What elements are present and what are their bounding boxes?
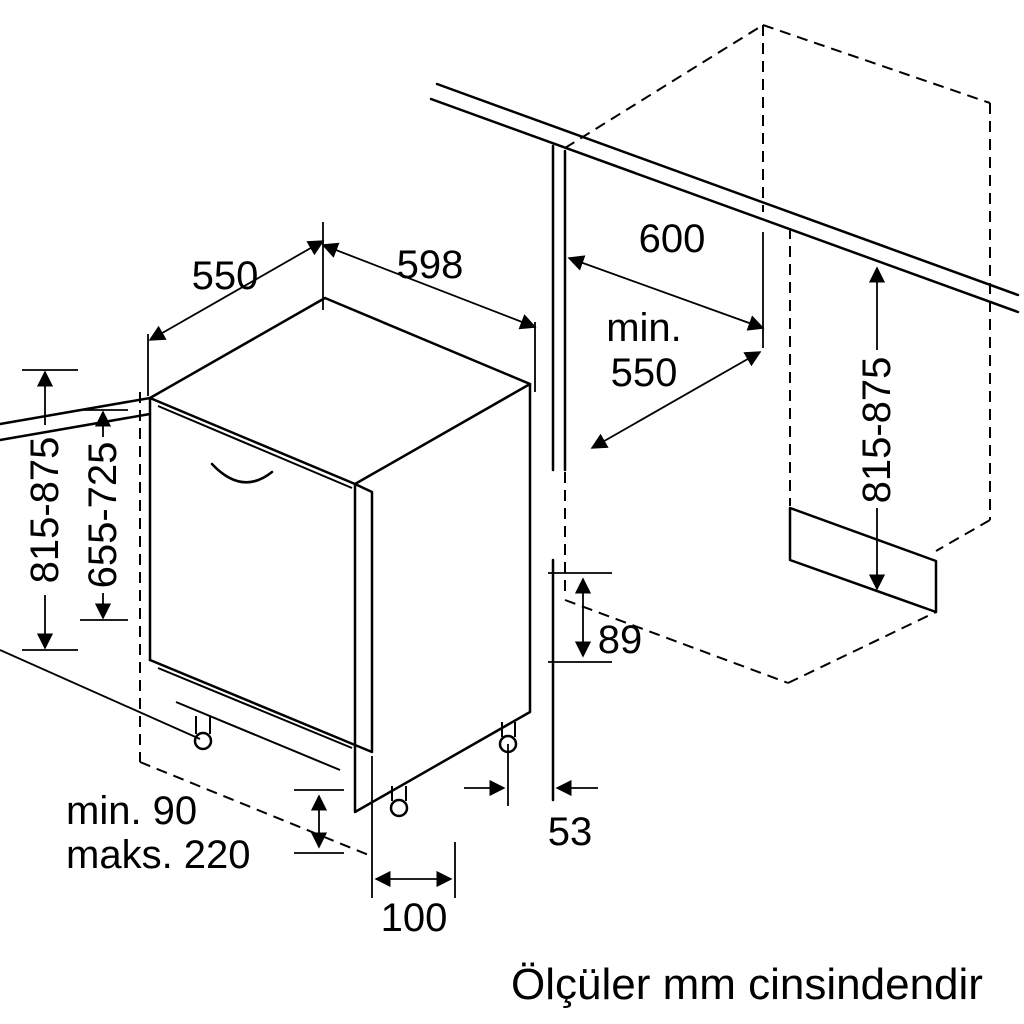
dim-600: [567, 255, 765, 331]
caption-units: Ölçüler mm cinsindendir: [511, 960, 983, 1009]
label-niche-depth-min-word: min.: [606, 306, 682, 350]
niche-plinth-step: [788, 506, 938, 614]
label-plinth-min: min. 90: [66, 789, 197, 833]
label-niche-width: 600: [639, 217, 706, 261]
niche-drawing: [551, 24, 991, 684]
dim-598: [321, 242, 537, 330]
dimension-annotations: [0, 222, 886, 898]
label-door-panel-height: 655-725: [81, 442, 125, 589]
dimension-labels: 550 598 600 min. 550 815-875 655-725 815…: [23, 217, 983, 1009]
label-niche-depth-min-value: 550: [611, 351, 678, 395]
label-height-left: 815-875: [23, 437, 67, 584]
dim-100: [371, 756, 456, 898]
dim-53: [464, 744, 598, 806]
label-recess-height: 89: [598, 618, 643, 662]
niche-outline: [564, 24, 764, 149]
dim-plinth: [294, 789, 344, 854]
label-plinth-max: maks. 220: [66, 833, 251, 877]
dim-815-875-left: [0, 369, 201, 740]
dim-655-725: [80, 409, 128, 621]
dishwasher-right-face: [353, 382, 532, 814]
floor-line: [0, 649, 201, 740]
dishwasher-top-face: [148, 296, 532, 486]
dishwasher-drawing: [139, 296, 555, 857]
adjustable-foot: [193, 716, 213, 751]
door-handle-arc: [210, 462, 274, 484]
adjustable-foot: [389, 786, 409, 818]
label-recess-depth: 53: [548, 810, 593, 854]
label-height-right: 815-875: [855, 357, 899, 504]
dim-min-550: [590, 351, 762, 449]
label-top-depth: 550: [192, 254, 259, 298]
label-foot-offset: 100: [381, 896, 448, 940]
label-top-width: 598: [397, 243, 464, 287]
countertop-edge: [0, 82, 1020, 442]
dim-89: [548, 572, 612, 663]
dim-550: [148, 240, 325, 341]
